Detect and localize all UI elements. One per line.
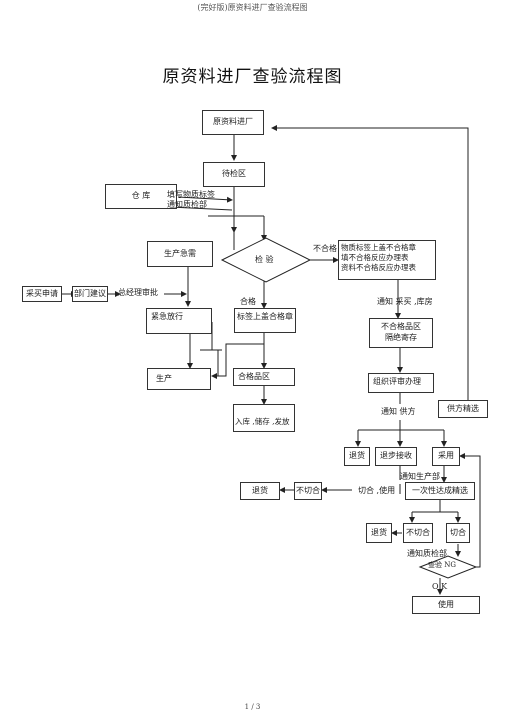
node-supplier-select: 供方精选 bbox=[438, 400, 488, 418]
label-notify-supplier: 通知 供方 bbox=[381, 407, 416, 416]
node-nc-zone: 不合格品区 隔绝寄存 bbox=[369, 318, 433, 348]
check-diamond bbox=[418, 555, 478, 579]
page-title: 原资料进厂查验流程图 bbox=[162, 67, 343, 87]
node-fill-label: 填写物质标签 通知质检部 bbox=[167, 190, 215, 210]
label-notify-wh: 通知 采买 ,库房 bbox=[377, 297, 433, 306]
node-nc-label: 物质标签上盖不合格章 填不合格反应办理表 资料不合格反应办理表 bbox=[338, 240, 436, 280]
label-ok: O K bbox=[432, 582, 448, 591]
node-enter: 原资料进厂 bbox=[202, 110, 264, 135]
node-urgent: 生产急需 bbox=[147, 241, 213, 267]
node-cut-2: 切合 bbox=[446, 523, 470, 543]
node-storage: 入库 ,储存 ,发放 bbox=[233, 404, 295, 432]
node-return-1: 退货 bbox=[344, 447, 370, 466]
node-review: 组织评审办理 bbox=[368, 373, 434, 393]
label-qualified: 合格 bbox=[240, 297, 256, 306]
node-dept-advice: 部门建议 bbox=[72, 286, 108, 302]
node-not-cut-2: 不切合 bbox=[403, 523, 433, 543]
node-concession: 退步接收 bbox=[375, 447, 417, 466]
label-notify-prod: 通知生产部 bbox=[400, 472, 440, 481]
node-cut-use: 切合 ,使用 bbox=[358, 486, 396, 495]
label-notify-qc: 通知质检部 bbox=[407, 549, 447, 558]
node-pending: 待检区 bbox=[203, 162, 265, 187]
node-not-cut: 不切合 bbox=[294, 482, 322, 500]
page-header: (完好版)原资料进厂查验流程图 bbox=[197, 3, 308, 12]
node-production: 生产 bbox=[147, 368, 211, 390]
node-warehouse: 仓 库 bbox=[105, 184, 177, 209]
node-adopt: 采用 bbox=[432, 447, 460, 466]
node-qualified-stamp: 标签上盖合格章 bbox=[234, 308, 296, 333]
node-gm-approve: 总经理审批 bbox=[118, 288, 158, 297]
node-purchase-apply: 采买申请 bbox=[22, 286, 62, 302]
node-emergency: 紧急放行 bbox=[146, 308, 212, 334]
node-return-3: 退货 bbox=[366, 523, 392, 543]
node-use: 使用 bbox=[412, 596, 480, 614]
node-return-2: 退货 bbox=[240, 482, 280, 500]
node-one-time: 一次性达成精选 bbox=[405, 482, 475, 500]
inspect-diamond bbox=[220, 237, 312, 283]
node-qualified-zone: 合格品区 bbox=[233, 368, 295, 386]
label-unqualified: 不合格 bbox=[313, 244, 337, 253]
page-footer: 1 / 3 bbox=[244, 703, 261, 711]
node-check-ng: 查验 NG bbox=[428, 561, 456, 569]
node-inspect: 检 验 bbox=[255, 255, 274, 264]
